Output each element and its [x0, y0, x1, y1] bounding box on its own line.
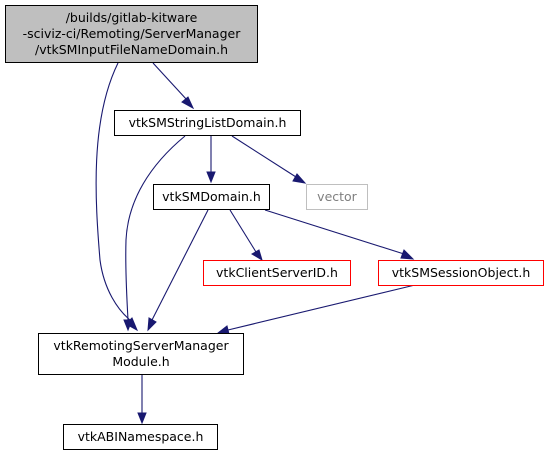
node-sm-domain[interactable]: vtkSMDomain.h: [153, 184, 270, 210]
node-label-line: vtkABINamespace.h: [77, 429, 204, 444]
node-label-line: vtkClientServerID.h: [216, 265, 338, 280]
edge-string-list-to-remoting-module-arrow: [123, 319, 133, 332]
node-string-list-domain[interactable]: vtkSMStringListDomain.h: [114, 110, 301, 136]
node-label-line: /vtkSMInputFileNameDomain.h: [34, 42, 229, 57]
node-label-line: vtkSMStringListDomain.h: [128, 115, 287, 130]
node-vector[interactable]: vector: [306, 184, 368, 210]
edge-root-to-remoting-module: [95, 62, 131, 321]
node-input-file-name-domain[interactable]: /builds/gitlab-kitware -sciviz-ci/Remoti…: [5, 5, 258, 63]
edge-sm-domain-to-session-object-arrow: [400, 249, 415, 260]
edge-string-list-to-sm-domain-arrow: [206, 171, 216, 184]
edge-root-to-string-list-domain-arrow: [181, 96, 195, 110]
edge-sm-domain-to-remoting-module: [151, 209, 209, 321]
node-client-server-id[interactable]: vtkClientServerID.h: [203, 260, 351, 286]
edge-sm-domain-to-client-server-id-arrow: [251, 249, 263, 262]
node-session-object[interactable]: vtkSMSessionObject.h: [378, 260, 544, 286]
edge-string-list-to-vector-arrow: [292, 173, 307, 184]
node-label-line: vtkSMDomain.h: [162, 189, 261, 204]
node-remoting-server-manager-module[interactable]: vtkRemotingServerManager Module.h: [38, 333, 244, 375]
node-label-line: vtkRemotingServerManager: [53, 338, 229, 353]
node-label-line: -sciviz-ci/Remoting/ServerManager: [22, 26, 241, 41]
node-label-line: vtkSMSessionObject.h: [391, 265, 531, 280]
edge-session-object-to-remoting-module: [227, 284, 416, 331]
node-label-line: vector: [317, 189, 357, 204]
edge-string-list-to-remoting-module: [125, 135, 186, 321]
edge-root-to-string-list-domain: [152, 62, 188, 101]
edge-sm-domain-to-session-object: [264, 209, 405, 255]
node-abi-namespace[interactable]: vtkABINamespace.h: [63, 424, 218, 450]
edge-string-list-to-vector: [231, 135, 297, 178]
edge-sm-domain-to-client-server-id: [229, 209, 257, 253]
node-label-line: /builds/gitlab-kitware: [65, 10, 198, 25]
edge-sm-domain-to-remoting-module-arrow: [147, 317, 157, 332]
node-label-line: Module.h: [112, 354, 170, 369]
edge-remoting-module-to-abi-namespace-arrow: [137, 412, 147, 425]
